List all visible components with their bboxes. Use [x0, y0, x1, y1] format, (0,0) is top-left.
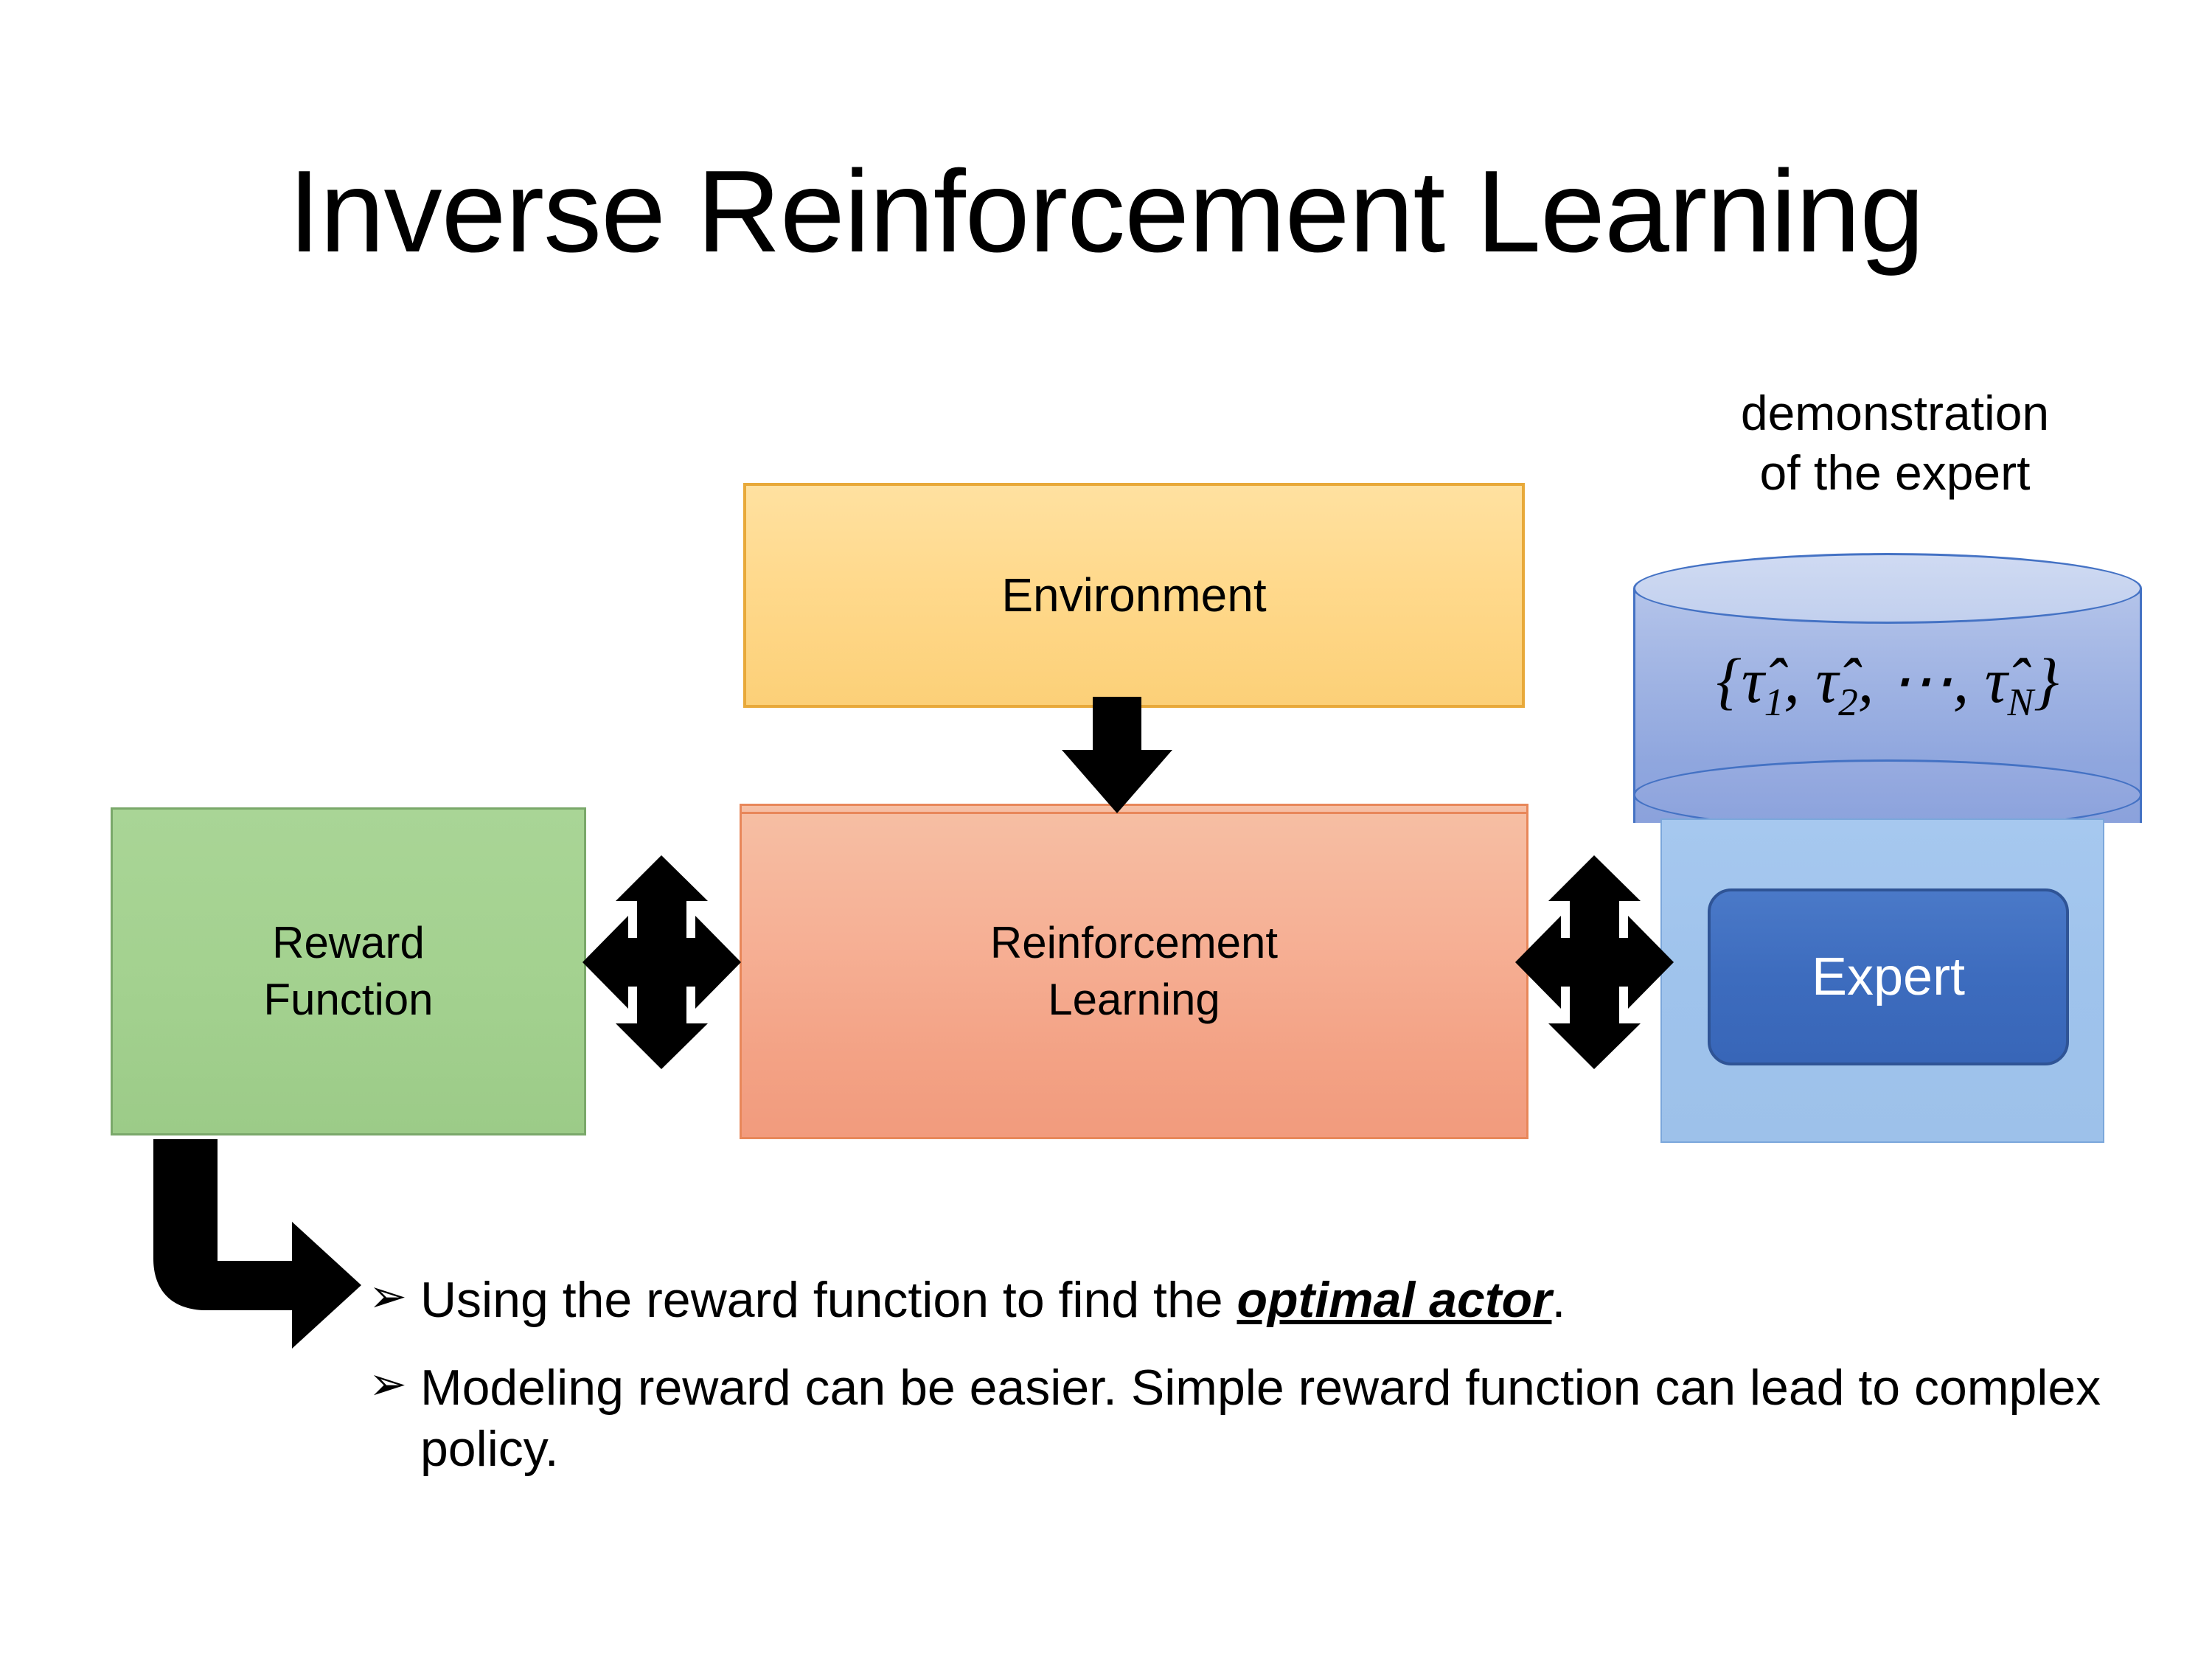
reward-function-label-line2: Function — [263, 974, 434, 1024]
expert-node[interactable]: Expert — [1708, 888, 2069, 1065]
formula-subscript-n: N — [2007, 680, 2034, 725]
demonstration-cylinder: {τ̂1, τ̂2, ⋯, τ̂N} — [1633, 553, 2142, 848]
formula-sep-2: , ⋯, — [1857, 645, 1985, 716]
formula-subscript-2: 2 — [1838, 680, 1858, 725]
reinforcement-learning-node[interactable]: Reinforcement Learning — [740, 804, 1528, 1139]
bullet-text-1: Using the reward function to find the op… — [420, 1270, 1565, 1331]
bullet-item-2: ➢ Modeling reward can be easier. Simple … — [369, 1357, 2101, 1480]
reward-to-rl-double-arrow — [582, 855, 741, 1069]
bullet-1-text-after: . — [1551, 1272, 1566, 1328]
demonstration-caption-line2: of the expert — [1759, 445, 2031, 500]
demonstration-caption-line1: demonstration — [1740, 386, 2050, 440]
formula-open-brace: { — [1716, 645, 1742, 716]
bullet-2-text-before: Modeling reward can be easier. Simple re… — [420, 1359, 2101, 1477]
environment-node[interactable]: Environment — [743, 483, 1525, 708]
bullet-text-2: Modeling reward can be easier. Simple re… — [420, 1357, 2101, 1480]
formula-close-brace: } — [2034, 645, 2059, 716]
cylinder-top-ellipse — [1633, 553, 2142, 624]
reward-function-label-line1: Reward — [272, 917, 425, 967]
page-title: Inverse Reinforcement Learning — [288, 147, 1924, 276]
bullet-1-emphasis: optimal actor — [1237, 1272, 1552, 1328]
bullet-arrow-icon: ➢ — [369, 1271, 407, 1322]
expert-node-label: Expert — [1811, 947, 1966, 1006]
reward-function-node[interactable]: Reward Function — [111, 807, 586, 1135]
reward-to-bullets-elbow-arrow — [153, 1139, 361, 1349]
reward-function-node-label: Reward Function — [263, 915, 433, 1029]
reinforcement-learning-label-line1: Reinforcement — [990, 917, 1279, 967]
formula-tau-n: τ̂ — [1984, 645, 2008, 716]
bullet-1-text-before: Using the reward function to find the — [420, 1272, 1237, 1328]
reinforcement-learning-label-line2: Learning — [1048, 974, 1220, 1024]
formula-tau-1: τ̂ — [1741, 645, 1764, 716]
formula-subscript-1: 1 — [1764, 680, 1784, 725]
rl-to-expert-double-arrow — [1515, 855, 1674, 1069]
bullet-list: ➢ Using the reward function to find the … — [369, 1270, 2101, 1506]
reinforcement-learning-node-label: Reinforcement Learning — [990, 915, 1278, 1029]
demonstration-caption: demonstration of the expert — [1637, 383, 2153, 502]
formula-tau-2: τ̂ — [1815, 645, 1839, 716]
trajectory-set-formula: {τ̂1, τ̂2, ⋯, τ̂N} — [1633, 649, 2142, 723]
bullet-arrow-icon: ➢ — [369, 1358, 407, 1410]
environment-node-label: Environment — [1001, 568, 1267, 622]
environment-to-rl-down-arrow — [1062, 697, 1172, 813]
bullet-item-1: ➢ Using the reward function to find the … — [369, 1270, 2101, 1331]
formula-sep-1: , — [1784, 645, 1816, 716]
